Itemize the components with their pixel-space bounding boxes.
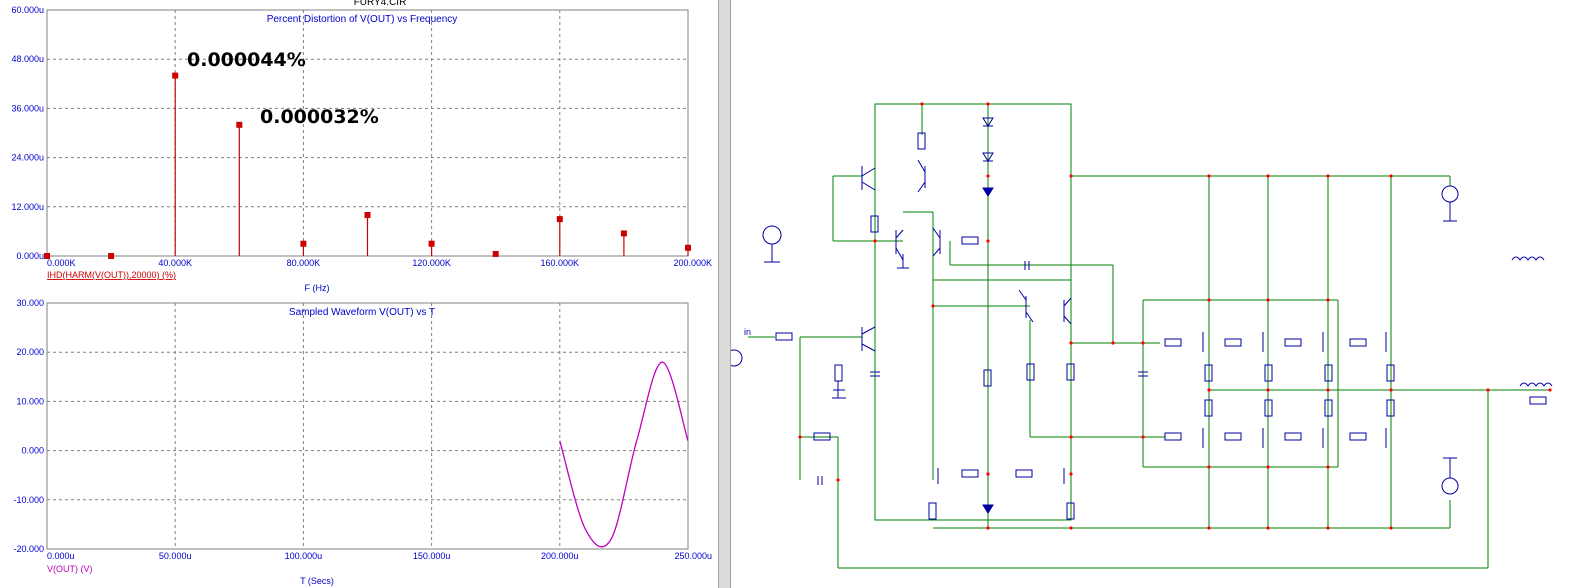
analysis-plot-pane[interactable]: FURY4.CIR 60.000u 48.000u 36.000u 24.000u 12… [0,0,718,588]
x-tick-label: 0.000K [47,258,76,268]
harmonic-point [364,212,371,218]
x-tick-label: 150.000u [413,551,451,561]
y-tick-label: 36.000u [11,103,44,113]
waveform-trace-label[interactable]: V(OUT) (V) [47,564,93,574]
harmonic-point [556,216,563,223]
waveform-plot[interactable]: 30.000 20.000 10.000 0.000 -10.000 -20.000 0.… [13,298,712,586]
y-tick-label: 48.000u [11,54,44,64]
waveform-line [559,361,689,548]
harmonic-point [300,240,307,247]
y-tick-label: -20.000 [13,544,44,554]
x-tick-label: 50.000u [159,551,192,561]
schematic-wires [748,103,1550,569]
distortion-annotation-2: 0.000032% [260,106,379,128]
y-tick-label: 24.000u [11,153,44,163]
waveform-plot-x-ticks: 0.000u 50.000u 100.000u 150.000u 200.000u 250… [47,551,712,561]
x-tick-label: 160.000K [541,258,580,268]
harmonic-point [108,253,115,259]
distortion-plot-y-ticks: 60.000u 48.000u 36.000u 24.000u 12.000u 0.000… [11,5,44,261]
x-tick-label: 100.000u [285,551,323,561]
y-tick-label: 10.000 [16,396,44,406]
waveform-plot-trace [559,361,689,548]
x-tick-label: 200.000K [673,258,712,268]
harmonic-point [492,250,499,257]
y-tick-label: -10.000 [13,495,44,505]
waveform-x-label: T (Secs) [300,576,334,586]
x-tick-label: 250.000u [674,551,712,561]
y-tick-label: 12.000u [11,202,44,212]
x-tick-label: 40.000K [158,258,192,268]
harmonic-point [685,244,691,251]
y-tick-label: 0.000u [16,251,44,261]
waveform-plot-grid [47,303,688,549]
pane-splitter[interactable] [718,0,731,588]
y-tick-label: 20.000 [16,347,44,357]
schematic-junctions [798,102,1552,530]
schematic-components [731,132,1553,520]
harmonic-point [44,253,50,259]
harmonic-point [236,121,243,128]
waveform-plot-frame [46,302,689,550]
harmonic-point [620,230,627,237]
schematic-pane[interactable]: in [731,0,1578,588]
distortion-plot-title: Percent Distortion of V(OUT) vs Frequenc… [267,14,458,25]
x-tick-label: 0.000u [47,551,75,561]
y-tick-label: 30.000 [16,298,44,308]
x-tick-label: 200.000u [541,551,579,561]
distortion-x-label: F (Hz) [305,283,330,293]
harmonic-point [172,72,179,79]
schematic-svg: in [731,102,1553,569]
x-tick-label: 120.000K [412,258,451,268]
distortion-plot-bars [44,72,691,259]
y-tick-label: 0.000 [21,446,44,456]
waveform-plot-y-ticks: 30.000 20.000 10.000 0.000 -10.000 -20.000 [13,298,44,554]
distortion-trace-label[interactable]: IHD(HARM(V(OUT)),20000) (%) [47,270,176,280]
x-tick-label: 80.000K [287,258,321,268]
distortion-annotation-1: 0.000044% [187,49,306,71]
schematic-diodes [982,117,994,514]
y-tick-label: 60.000u [11,5,44,15]
waveform-plot-title: Sampled Waveform V(OUT) vs T [289,307,435,318]
window-file-title: FURY4.CIR [354,0,407,8]
harmonic-point [428,240,435,247]
distortion-plot-x-ticks: 0.000K 40.000K 80.000K 120.000K 160.000K 200.… [47,258,712,268]
schematic-input-label: in [744,327,751,337]
distortion-plot[interactable]: 60.000u 48.000u 36.000u 24.000u 12.000u 0.000… [11,5,712,293]
analysis-plots-svg: FURY4.CIR 60.000u 48.000u 36.000u 24.000u 12… [11,0,712,586]
